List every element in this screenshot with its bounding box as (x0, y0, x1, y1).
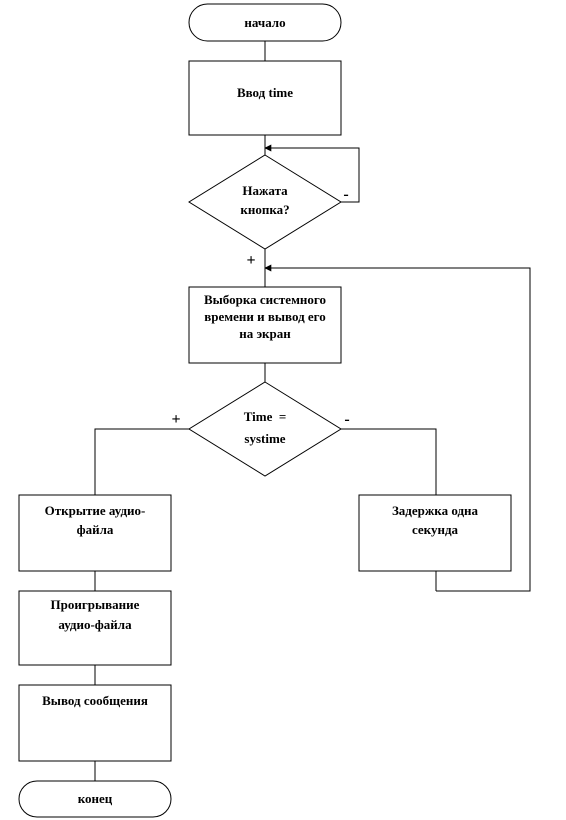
end-terminator: конец (18, 780, 172, 818)
connectors (94, 41, 531, 781)
show-message-block: Вывод сообщения (18, 684, 172, 762)
get-system-time-block: Выборка системного времени и вывод его н… (188, 286, 342, 364)
compare-time-yes-label: + (171, 411, 180, 428)
play-audio-line2: аудио-файла (58, 617, 132, 632)
connector-delay-loop (264, 264, 531, 592)
delay-line1: Задержка одна (392, 503, 479, 518)
compare-time-line2: systime (244, 431, 285, 446)
connector-compare-yes (94, 428, 189, 495)
open-audio-line1: Открытие аудио- (45, 503, 146, 518)
button-pressed-line2: кнопка? (240, 202, 289, 217)
open-audio-block: Открытие аудио- файла (18, 494, 172, 572)
button-pressed-yes-label: + (246, 252, 255, 269)
end-label: конец (78, 791, 113, 806)
button-pressed-line1: Нажата (242, 183, 288, 198)
delay-block: Задержка одна секунда (358, 494, 512, 572)
get-system-time-line2: времени и вывод его (204, 309, 326, 324)
show-message-label: Вывод сообщения (42, 693, 148, 708)
play-audio-line1: Проигрывание (51, 597, 140, 612)
delay-line2: секунда (412, 522, 459, 537)
compare-time-no-label: - (344, 411, 349, 428)
open-audio-line2: файла (77, 522, 114, 537)
start-terminator: начало (188, 3, 342, 42)
button-pressed-decision: Нажата кнопка? (188, 154, 342, 250)
input-time-label: Ввод time (237, 85, 293, 100)
get-system-time-line3: на экран (239, 326, 291, 341)
button-pressed-no-label: - (343, 186, 348, 203)
connector-compare-no (341, 428, 437, 495)
play-audio-block: Проигрывание аудио-файла (18, 590, 172, 666)
start-label: начало (244, 15, 285, 30)
input-time-block: Ввод time (188, 60, 342, 136)
connector-no-button-loop (264, 144, 360, 203)
get-system-time-line1: Выборка системного (204, 292, 326, 307)
compare-time-decision: Time = systime (188, 381, 342, 477)
compare-time-line1: Time = (244, 409, 287, 424)
